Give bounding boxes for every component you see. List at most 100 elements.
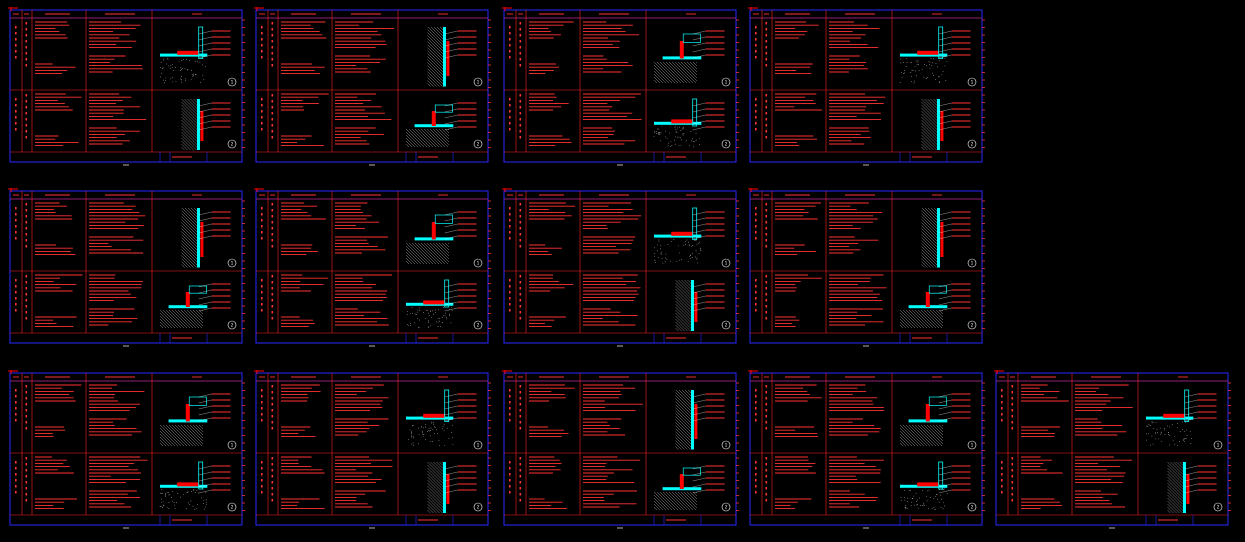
leader-line [938, 465, 952, 470]
waterproof-layer [917, 50, 939, 55]
aggregate-dot [1151, 422, 1153, 424]
vertical-label-glyph [519, 64, 522, 67]
aggregate-dot [928, 61, 930, 62]
hatch-line [671, 61, 694, 84]
aggregate-dot [664, 261, 666, 263]
aggregate-dot [412, 425, 413, 426]
aggregate-dot [1152, 428, 1154, 430]
aggregate-dot [185, 508, 187, 509]
vertical-label-glyph [755, 407, 757, 410]
vertical-label-glyph [261, 225, 263, 228]
hatch-line [671, 491, 691, 511]
hatch-line [675, 428, 692, 445]
vertical-label-glyph [1001, 419, 1003, 422]
aggregate-dot [676, 132, 678, 133]
hatch-line [427, 476, 444, 493]
aggregate-dot [431, 440, 433, 442]
hatch-line [681, 389, 692, 400]
hatch-line [675, 401, 692, 418]
hatch-line [198, 424, 204, 430]
vertical-label-glyph [1001, 485, 1003, 488]
wall-section [692, 207, 698, 240]
vertical-label-glyph [15, 110, 17, 113]
detail-number-bubble: 2 [721, 139, 731, 149]
aggregate-dot [173, 502, 175, 503]
vertical-label-glyph [25, 475, 28, 478]
vertical-label-glyph [755, 219, 757, 222]
aggregate-dot [940, 494, 941, 496]
vertical-label-glyph [15, 303, 17, 306]
hatch-line [675, 321, 685, 332]
hatch-line [430, 26, 444, 40]
detail-number-bubble: 1 [967, 440, 977, 450]
hatch-line [420, 128, 440, 148]
aggregate-dot [929, 67, 931, 69]
aggregate-dot [915, 501, 917, 502]
vertical-label-glyph [261, 279, 263, 282]
vertical-label-glyph [519, 136, 522, 139]
vertical-label-glyph [25, 415, 28, 418]
aggregate-dot [665, 253, 667, 255]
vertical-label-glyph [25, 421, 28, 424]
hatch-line [653, 64, 673, 84]
detail-number: 1 [477, 442, 480, 447]
vertical-label-glyph [25, 305, 28, 308]
aggregate-dot [911, 502, 912, 504]
hatch-line [674, 491, 694, 511]
hatch-line [681, 279, 692, 290]
leader-line [938, 126, 952, 131]
vertical-label-glyph [765, 493, 768, 496]
aggregate-dot [675, 136, 677, 138]
hatch-line [427, 470, 444, 487]
aggregate-dot [410, 323, 412, 324]
hatch-line [1167, 479, 1184, 496]
vertical-label-glyph [271, 475, 274, 478]
detail-number: 1 [971, 442, 974, 447]
aggregate-dot [907, 501, 908, 503]
hatch-line [914, 424, 937, 447]
vertical-label-glyph [271, 64, 274, 67]
aggregate-dot [921, 68, 923, 70]
vertical-label-glyph [519, 106, 522, 109]
aggregate-dot [680, 144, 682, 146]
aggregate-dot [431, 423, 433, 425]
edge-trim [679, 41, 684, 59]
aggregate-dot [406, 311, 408, 312]
wall-hatch [427, 461, 444, 514]
hatch-line [405, 137, 416, 148]
concrete-slab [406, 306, 453, 329]
vertical-label-glyph [519, 34, 522, 37]
hatch-line [675, 300, 692, 317]
vertical-label-glyph [765, 233, 768, 236]
vertical-label-glyph [1011, 475, 1014, 478]
hatch-line [159, 433, 173, 447]
leader-line [938, 54, 952, 59]
hatch-line [405, 251, 419, 265]
aggregate-dot [1152, 421, 1154, 423]
hatch-line [930, 207, 938, 215]
aggregate-dot [917, 508, 919, 510]
aggregate-dot [1160, 440, 1162, 442]
aggregate-dot [187, 491, 188, 493]
aggregate-dot [685, 244, 686, 245]
aggregate-dot [205, 506, 207, 508]
sealant-strip [1186, 474, 1190, 504]
aggregate-dot [1155, 433, 1157, 435]
hatch-line [181, 104, 198, 121]
aggregate-dot [1154, 432, 1156, 434]
aggregate-dot [659, 140, 661, 142]
aggregate-dot [411, 435, 412, 437]
aggregate-dot [161, 489, 163, 491]
hatch-line [929, 309, 944, 324]
substrate-hatch [405, 242, 450, 265]
aggregate-dot [1161, 432, 1162, 434]
hatch-line [927, 98, 938, 109]
aggregate-dot [916, 504, 918, 506]
wall-hatch [181, 98, 198, 151]
detail-circle [967, 258, 977, 268]
aggregate-dot [657, 244, 658, 246]
fixture-outline [928, 285, 947, 294]
hatch-line [927, 207, 938, 218]
detail-circle [227, 440, 237, 450]
vertical-label-glyph [25, 64, 28, 67]
